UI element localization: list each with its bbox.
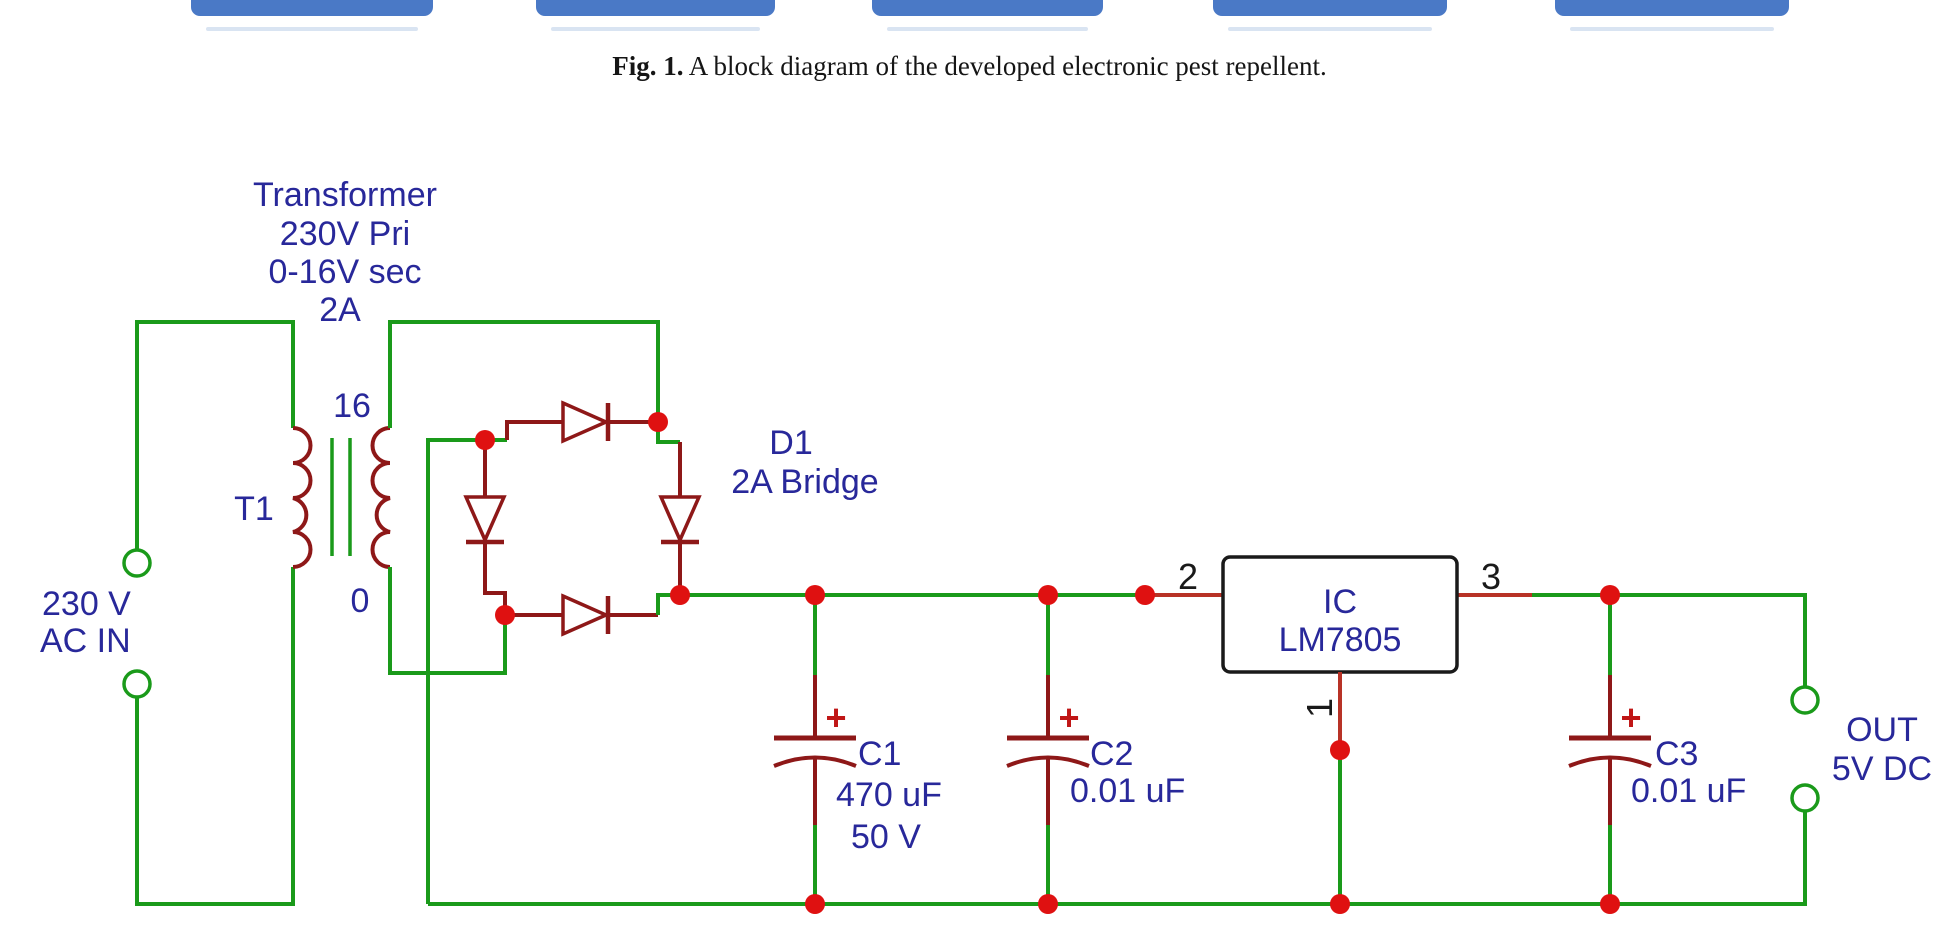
bridge-rectifier: D1 2A Bridge [463,400,879,637]
diode-right [658,495,702,545]
junction-dot [670,585,690,605]
ic-pin3-number: 3 [1481,556,1501,597]
caption-prefix: Fig. 1. [612,51,684,81]
ac-label-line2: AC IN [40,622,131,660]
ac-terminal-bottom [122,669,152,699]
junction-dot [1330,894,1350,914]
transformer-label-line3: 0-16V sec [268,253,421,291]
dc-rails [426,438,1807,906]
ac-label-line1: 230 V [42,585,131,623]
block-underline [206,27,418,31]
block-remnant [1213,0,1447,31]
output-rail [1532,593,1807,687]
dc-terminal-positive [1790,685,1820,715]
block-remnant [536,0,775,31]
figure-caption: Fig. 1. A block diagram of the developed… [0,51,1939,82]
junction-dot [1038,894,1058,914]
block-remnant [872,0,1103,31]
block-remnant [1555,0,1789,31]
cap-ref: C3 [1655,735,1698,773]
ac-wire-top [135,320,295,550]
diode-triangle [658,495,702,545]
junction-dot [1330,740,1350,760]
diode-left [463,495,507,545]
junction-dot [495,605,515,625]
bridge-wire-leftarm-bottom [483,542,507,615]
cap-ref: C1 [858,735,901,773]
diode-triangle [561,400,611,444]
junction-dot [1600,894,1620,914]
primary-coil [292,426,313,569]
ic-label-line2: LM7805 [1279,621,1402,659]
junction-dot [475,430,495,450]
block-underline [1228,27,1432,31]
diode-triangle [463,495,507,545]
output-label-line1: OUT [1846,711,1918,749]
transformer: Transformer 230V Pri 0-16V sec 2A T1 16 … [234,176,660,675]
secondary-coil [370,426,391,569]
capacitor-c2: + C2 0.01 uF [1006,585,1185,914]
secondary-top-wire [388,320,660,428]
transformer-label-line4: 2A [319,291,361,329]
bridge-rating: 2A Bridge [731,463,878,501]
block-underline [1570,27,1774,31]
ic-pin2-number: 2 [1178,556,1198,597]
block-underline [887,27,1088,31]
bottom-ground-rail [428,811,1807,906]
ic-label-line1: IC [1323,583,1357,621]
capacitor-c1: + C1 470 uF 50 V [773,585,942,914]
secondary-tap-top-label: 16 [333,387,371,425]
cap-polarity-sign: + [1058,697,1079,738]
output-label-line2: 5V DC [1832,750,1932,788]
ic-pin1-number: 1 [1299,698,1340,718]
cap-value: 0.01 uF [1631,772,1746,810]
dc-output: OUT 5V DC [1790,685,1932,813]
block-body [1213,0,1447,16]
cap-voltage: 50 V [851,818,921,856]
block-body [872,0,1103,16]
diode-top [561,400,611,444]
block-body [1555,0,1789,16]
secondary-tap-bottom-label: 0 [351,582,370,620]
ac-input: 230 V AC IN [40,320,295,906]
dc-terminal-negative [1790,783,1820,813]
bridge-ref: D1 [769,424,812,462]
transformer-label-line2: 230V Pri [280,215,410,253]
ac-terminal-top [122,548,152,578]
caption-text: A block diagram of the developed electro… [683,51,1327,81]
block-underline [551,27,760,31]
junction-dot [1600,585,1620,605]
cap-ref: C2 [1090,735,1133,773]
secondary-bottom-wire [388,567,507,675]
junction-dot [805,585,825,605]
cap-value: 0.01 uF [1070,772,1185,810]
cap-value: 470 uF [836,776,942,814]
junction-dot [1038,585,1058,605]
diode-triangle [561,593,611,637]
diode-bottom [561,593,611,637]
transformer-ref: T1 [234,490,274,528]
junction-dot [805,894,825,914]
block-body [191,0,433,16]
cap-polarity-sign: + [1620,697,1641,738]
bridge-wire-topleft [505,420,563,440]
junction-dot [1135,585,1155,605]
cap-polarity-sign: + [825,697,846,738]
transformer-label-line1: Transformer [253,176,437,214]
ic-pin1-number-group: 1 [1299,698,1340,718]
block-strip [191,0,1789,31]
regulator-ic: IC LM7805 2 3 1 [1135,555,1532,914]
junction-dot [648,412,668,432]
block-body [536,0,775,16]
capacitor-c3: + C3 0.01 uF [1568,585,1746,914]
ac-wire-bottom [135,567,295,906]
block-remnant [191,0,433,31]
